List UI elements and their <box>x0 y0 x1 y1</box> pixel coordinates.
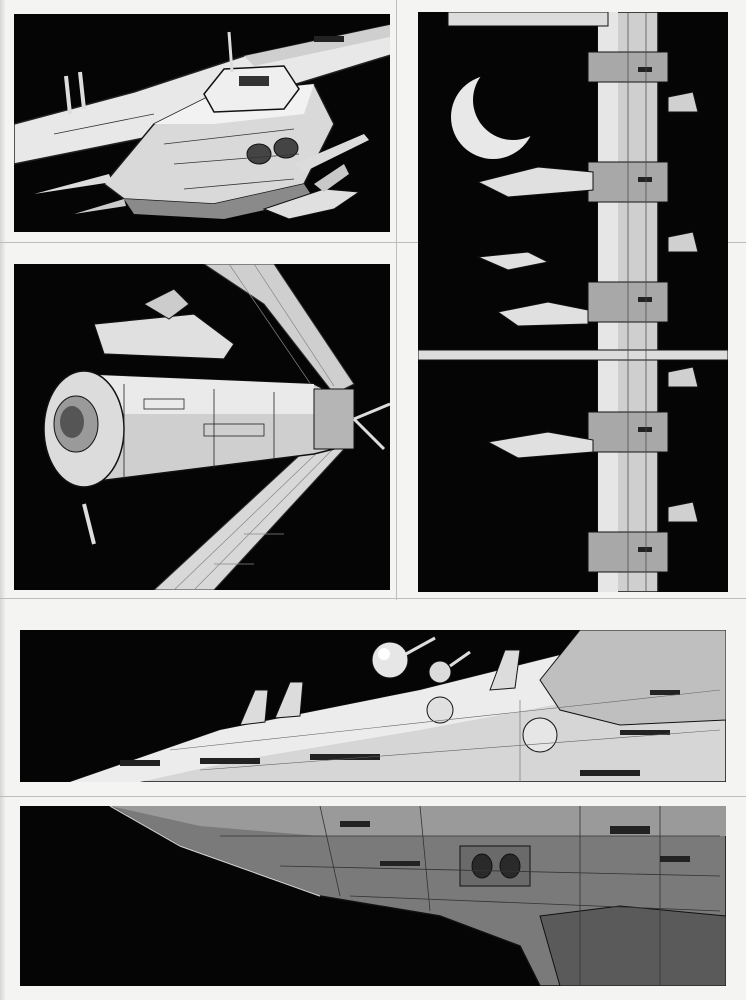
capital-ship-illustration <box>69 630 726 782</box>
panel-fighter-ship <box>14 14 390 232</box>
panel-capital-ship-underside <box>20 806 726 986</box>
panel-orbital-tower <box>418 12 728 592</box>
guide-line <box>0 242 746 243</box>
guide-line <box>0 796 746 797</box>
guide-line <box>396 0 397 600</box>
panel-cylindrical-station <box>14 264 390 590</box>
guide-line <box>0 598 746 599</box>
tower-illustration <box>418 12 728 592</box>
fighter-ship-illustration <box>14 24 390 220</box>
station-illustration <box>43 264 390 590</box>
panel-capital-ship-hull <box>20 630 726 782</box>
sensor-spheres <box>371 641 558 753</box>
underside-illustration <box>108 806 726 986</box>
crescent-moon <box>451 60 553 159</box>
page-edge-shadow <box>0 0 6 1000</box>
